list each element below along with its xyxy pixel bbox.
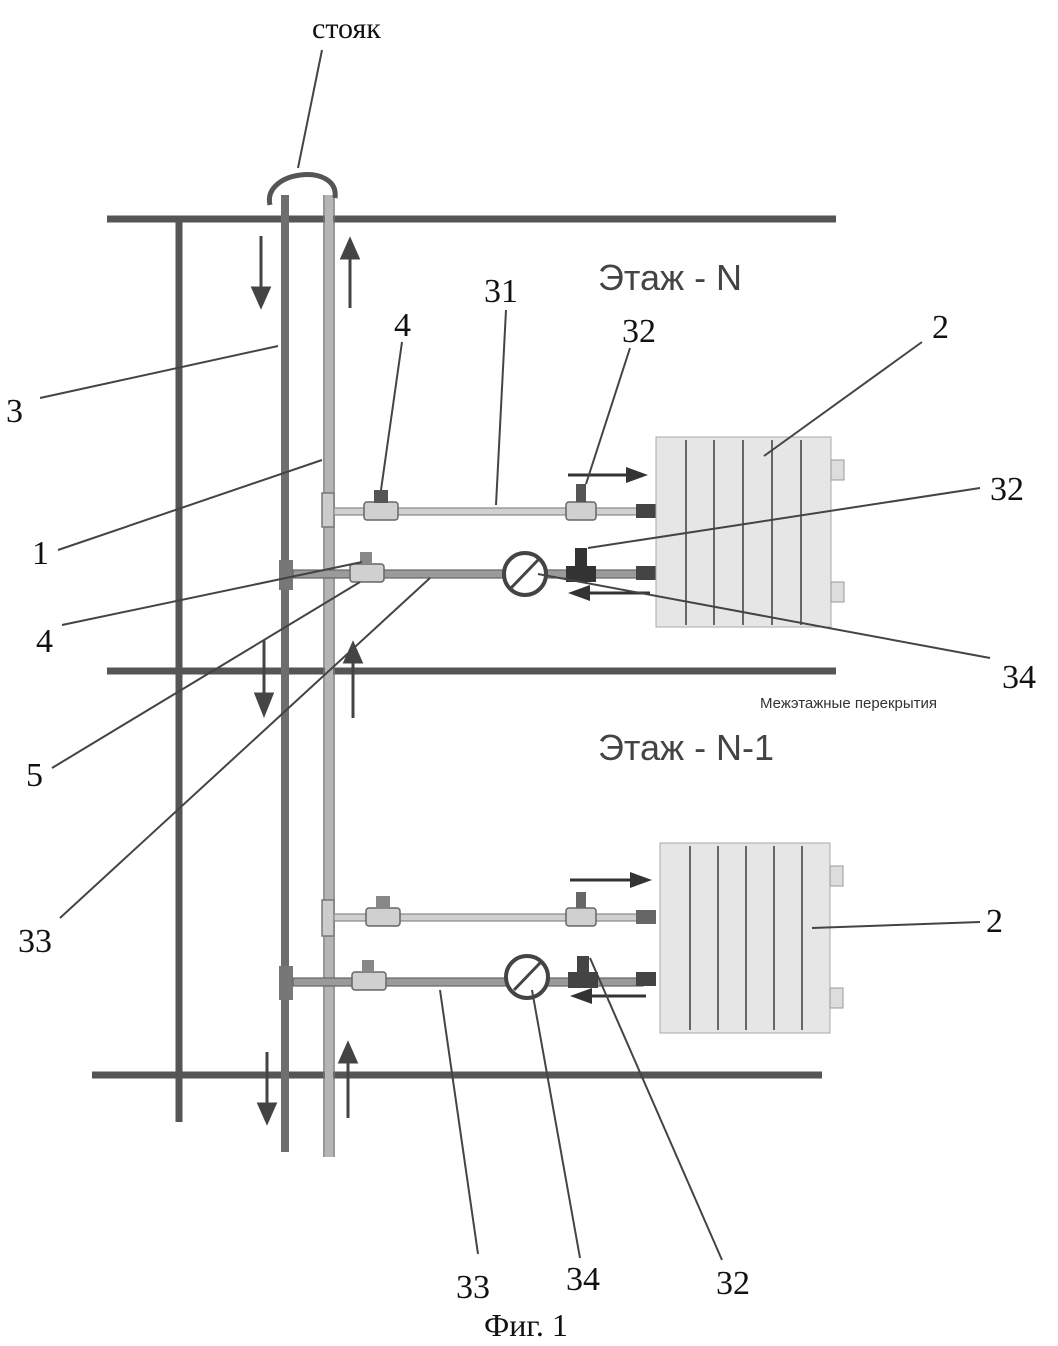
up-arrow-head-icon [340,1044,356,1062]
supply-flow-arrow-head-icon [630,872,652,888]
callout-31: 31 [484,273,518,310]
radiator-fitting [636,910,656,924]
callout-32-bottom: 32 [716,1265,750,1302]
callout-32-top: 32 [622,313,656,350]
leader-4-mid [62,562,362,625]
callout-34-right: 34 [1002,659,1036,696]
supply-riser-tee [279,560,293,590]
shutoff-valve-32-stem [576,484,586,502]
shutoff-valve-32-return-stem [575,548,587,566]
return-riser-tee [322,900,334,936]
radiator-plug [831,460,844,480]
leader-2-bottom [812,922,980,928]
radiator-plug [830,866,843,886]
balancing-valve-cap [376,896,390,909]
up-arrow-head-icon [342,240,358,258]
return-riser-tee [322,493,334,527]
leader-31 [496,310,506,505]
callout-3: 3 [6,393,23,430]
down-arrow-head-icon [256,694,272,714]
shutoff-valve-32 [568,972,598,988]
radiator-fitting-return [636,972,656,986]
down-arrow-head-icon [259,1104,275,1122]
shutoff-valve [566,908,596,926]
down-arrow-head-icon [253,288,269,306]
shutoff-valve-stem [576,892,586,908]
balancing-valve-4-cap [374,490,388,503]
supply-riser-tee [279,966,293,1000]
leader-3 [40,346,278,398]
radiator-fitting [636,504,656,518]
callout-34-bottom: 34 [566,1261,600,1298]
leader-2-top [764,342,922,456]
callout-2-top: 2 [932,309,949,346]
leader-riser [298,50,322,168]
upper-floor-unit [279,437,844,627]
leader-33-left [60,578,430,918]
figure-caption: Фиг. 1 [484,1307,568,1343]
leader-32-top [586,348,630,484]
callout-4-mid: 4 [36,623,53,660]
balancing-valve-return-cap [362,960,374,972]
supply-flow-arrow-head-icon [626,467,648,483]
riser-flow-arrows [253,236,361,1122]
callout-33-left: 33 [18,923,52,960]
leader-33-bottom [440,990,478,1254]
callout-4-top: 4 [394,307,411,344]
floor-lower-label: Этаж - N-1 [598,727,774,768]
radiator-plug [831,582,844,602]
leader-5 [52,582,360,768]
balancing-valve [366,908,400,926]
slab-label: Межэтажные перекрытия [760,695,937,712]
leader-34-bottom [532,990,580,1258]
balancing-valve-return [352,972,386,990]
return-flow-arrow-head-icon [570,988,592,1004]
callout-33-bottom: 33 [456,1269,490,1306]
shutoff-valve-32 [566,502,596,520]
risers [269,175,335,1157]
return-flow-arrow-head-icon [568,585,590,601]
radiator-plug [830,988,843,1008]
balancing-valve-4-return [350,564,384,582]
callout-32-right: 32 [990,471,1024,508]
callout-2-bottom: 2 [986,903,1003,940]
balancing-valve-4 [364,502,398,520]
floor-upper-label: Этаж - N [598,257,742,298]
radiator-fitting-return [636,566,656,580]
leader-4-top [381,342,402,490]
callout-5: 5 [26,757,43,794]
riser-label: стояк [312,12,381,45]
shutoff-valve-32-stem [577,956,589,972]
lower-floor-unit [279,843,843,1033]
callout-1: 1 [32,535,49,572]
